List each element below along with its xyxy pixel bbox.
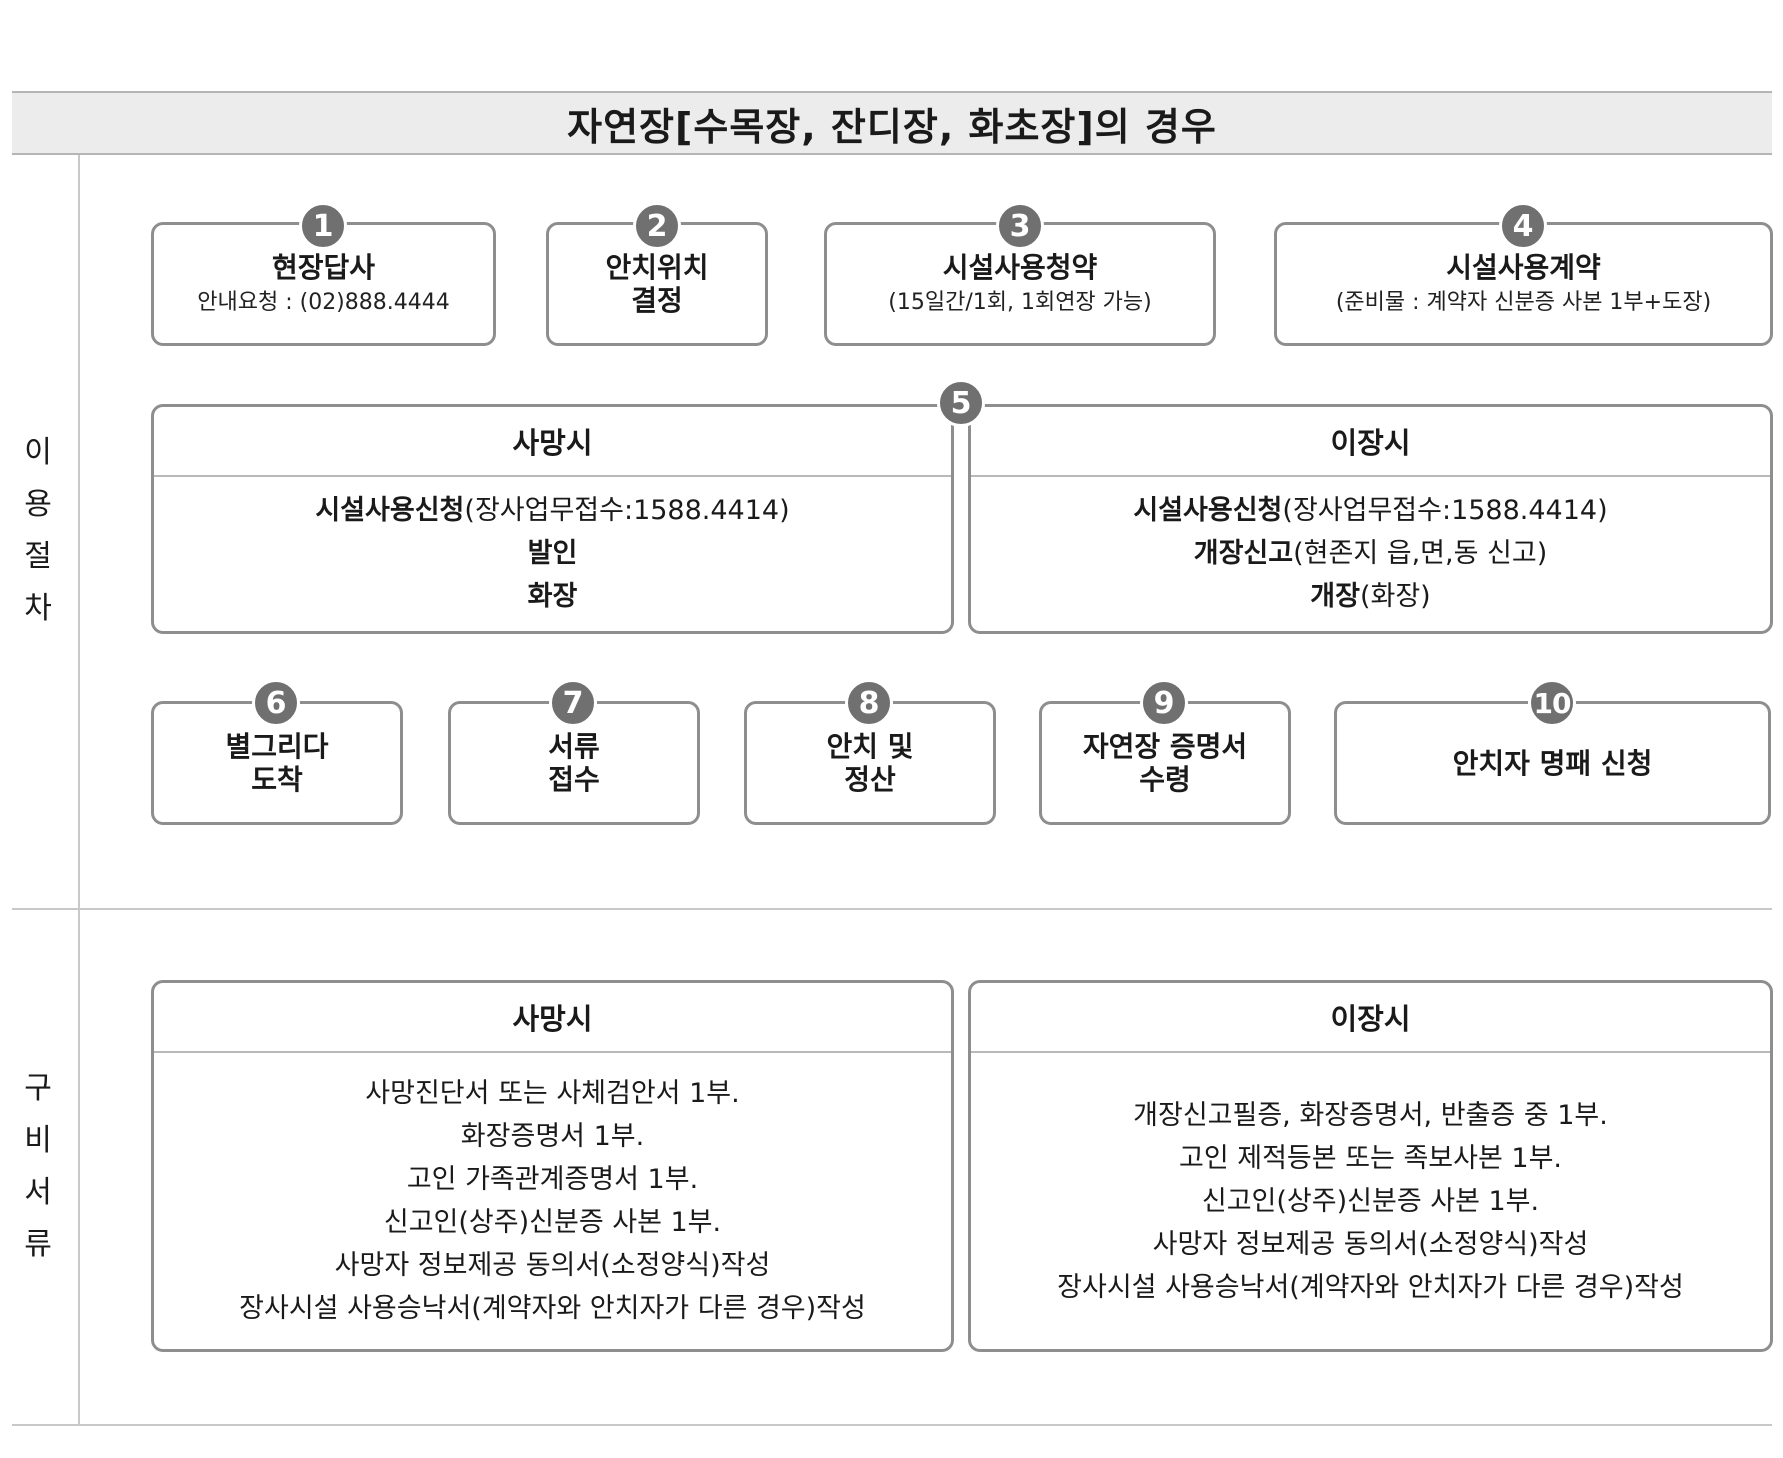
panel-heading: 이장시 [971, 407, 1770, 477]
panel-line: 개장(화장) [1310, 575, 1430, 618]
documents-relocation-panel: 이장시 개장신고필증, 화장증명서, 반출증 중 1부. 고인 제적등본 또는 … [968, 980, 1773, 1352]
document-item: 사망진단서 또는 사체검안서 1부. [365, 1078, 740, 1109]
step-title: 안치자 명패 신청 [1452, 746, 1653, 780]
section-label-char: 구 [24, 1071, 52, 1106]
panel-body: 시설사용신청(장사업무접수:1588.4414) 발인 화장 [154, 477, 951, 629]
step-number-badge: 3 [996, 202, 1044, 250]
panel-line-bold: 시설사용신청 [1133, 494, 1283, 526]
document-item: 화장증명서 1부. [460, 1121, 645, 1152]
step-subtitle: 안내요청 : (02)888.4444 [197, 289, 450, 315]
step-title-line1: 안치 및 [826, 730, 914, 763]
section-label-char: 이 [24, 435, 52, 470]
step-number-badge: 4 [1499, 202, 1547, 250]
step-subtitle: (준비물 : 계약자 신분증 사본 1부+도장) [1335, 289, 1712, 315]
step5-relocation-panel: 이장시 시설사용신청(장사업무접수:1588.4414) 개장신고(현존지 읍,… [968, 404, 1773, 634]
step5-death-panel: 사망시 시설사용신청(장사업무접수:1588.4414) 발인 화장 [151, 404, 954, 634]
document-item: 고인 제적등본 또는 족보사본 1부. [1178, 1142, 1562, 1174]
document-item: 개장신고필증, 화장증명서, 반출증 중 1부. [1133, 1099, 1608, 1131]
panel-heading: 사망시 [154, 407, 951, 477]
panel-body: 개장신고필증, 화장증명서, 반출증 중 1부. 고인 제적등본 또는 족보사본… [971, 1053, 1770, 1349]
panel-line: 발인 [528, 532, 578, 575]
step-certificate-receipt: 자연장 증명서 수령 [1039, 701, 1291, 825]
step-title-line2: 결정 [631, 284, 683, 317]
panel-line-rest: (현존지 읍,면,동 신고) [1293, 537, 1548, 569]
panel-line: 시설사용신청(장사업무접수:1588.4414) [315, 489, 789, 532]
panel-line-rest: (장사업무접수:1588.4414) [1282, 494, 1608, 526]
page-title: 자연장[수목장, 잔디장, 화초장]의 경우 [12, 91, 1772, 155]
section-label-char: 비 [24, 1123, 52, 1158]
document-item: 장사시설 사용승낙서(계약자와 안치자가 다른 경우)작성 [1057, 1271, 1684, 1303]
section-label-char: 류 [24, 1227, 52, 1262]
section-label-char: 서 [24, 1175, 52, 1210]
panel-line: 개장신고(현존지 읍,면,동 신고) [1194, 532, 1548, 575]
step-number-badge: 10 [1528, 679, 1576, 727]
step-number-badge: 7 [549, 679, 597, 727]
panel-line-bold: 발인 [527, 537, 578, 569]
step-number-badge: 6 [252, 679, 300, 727]
section-label-char: 차 [24, 591, 52, 626]
section-label-char: 절 [24, 539, 52, 574]
step-title-line2: 접수 [548, 763, 600, 796]
step-title: 현장답사 [271, 250, 376, 284]
panel-heading: 이장시 [971, 983, 1770, 1053]
step-title: 시설사용계약 [1446, 250, 1601, 284]
panel-line: 화장 [528, 575, 578, 618]
panel-body: 사망진단서 또는 사체검안서 1부. 화장증명서 1부. 고인 가족관계증명서 … [154, 1053, 951, 1349]
panel-line-rest: (장사업무접수:1588.4414) [464, 494, 790, 526]
panel-line-bold: 화장 [527, 580, 578, 612]
step-number-badge: 1 [299, 202, 347, 250]
document-item: 고인 가족관계증명서 1부. [406, 1164, 699, 1195]
section-divider-vertical [78, 155, 80, 1425]
documents-death-panel: 사망시 사망진단서 또는 사체검안서 1부. 화장증명서 1부. 고인 가족관계… [151, 980, 954, 1352]
document-item: 신고인(상주)신분증 사본 1부. [383, 1207, 722, 1238]
document-item: 신고인(상주)신분증 사본 1부. [1201, 1185, 1540, 1217]
panel-line-bold: 개장 [1310, 580, 1360, 612]
panel-line: 시설사용신청(장사업무접수:1588.4414) [1133, 489, 1607, 532]
step-title-line1: 안치위치 [605, 251, 709, 284]
step-arrival: 별그리다 도착 [151, 701, 403, 825]
step-subtitle: (15일간/1회, 1회연장 가능) [888, 289, 1152, 315]
document-item: 장사시설 사용승낙서(계약자와 안치자가 다른 경우)작성 [239, 1293, 866, 1324]
step-number-badge: 9 [1140, 679, 1188, 727]
section-label-documents: 구 비 서 류 [12, 1063, 64, 1271]
bottom-rule [12, 1424, 1772, 1426]
step-title-line2: 수령 [1139, 763, 1191, 796]
panel-line-bold: 개장신고 [1193, 537, 1294, 569]
panel-line-bold: 시설사용신청 [315, 494, 465, 526]
step-number-badge: 8 [845, 679, 893, 727]
step-number-badge: 5 [937, 379, 985, 427]
section-label-procedure: 이 용 절 차 [12, 427, 64, 635]
step-title-line1: 별그리다 [225, 730, 329, 763]
step-title-line1: 서류 [548, 730, 600, 763]
section-label-char: 용 [24, 487, 52, 522]
step-title-line1: 자연장 증명서 [1082, 730, 1248, 763]
document-item: 사망자 정보제공 동의서(소정양식)작성 [334, 1250, 771, 1281]
document-item: 사망자 정보제공 동의서(소정양식)작성 [1152, 1228, 1589, 1260]
step-title-line2: 정산 [844, 763, 896, 796]
step-number-badge: 2 [633, 202, 681, 250]
panel-line-rest: (화장) [1359, 580, 1431, 612]
section-divider-horizontal [12, 908, 1772, 910]
step-title: 시설사용청약 [942, 250, 1098, 284]
step-title-line2: 도착 [251, 763, 303, 796]
panel-body: 시설사용신청(장사업무접수:1588.4414) 개장신고(현존지 읍,면,동 … [971, 477, 1770, 629]
panel-heading: 사망시 [154, 983, 951, 1053]
